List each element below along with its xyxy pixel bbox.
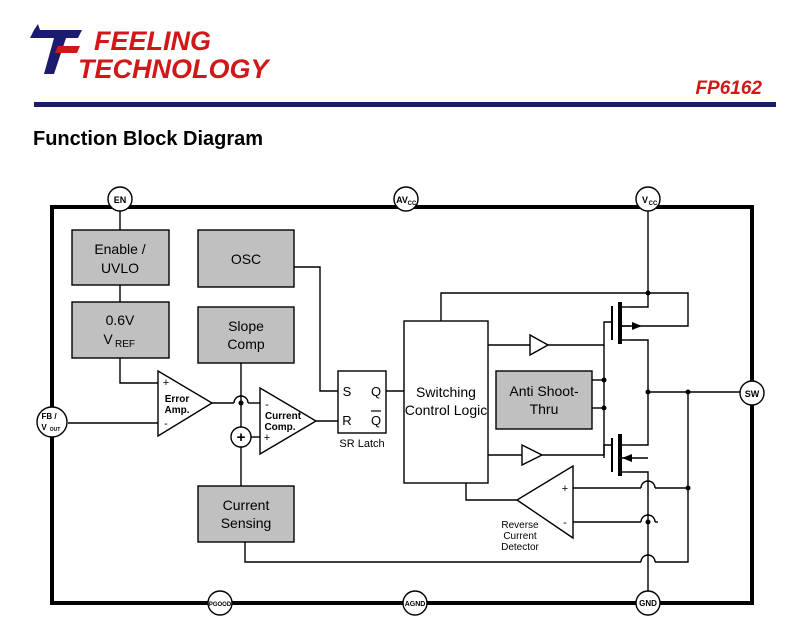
error-amp: [157, 369, 214, 438]
sr-latch-caption: SR Latch: [339, 438, 384, 450]
feeling-technology-logo: FEELING TECHNOLOGY: [20, 18, 290, 92]
slope-label-1: Slope: [228, 318, 264, 334]
current-sensing-label-1: Current: [223, 497, 270, 513]
pin-avcc: AV CC: [393, 186, 419, 212]
anti-label-2: Thru: [530, 401, 559, 417]
current-comp-label-1: Current: [265, 411, 302, 422]
latch-qbar-label: Q: [371, 413, 381, 428]
latch-q-label: Q: [371, 384, 381, 399]
current-comparator: [259, 386, 318, 456]
logo-accent: [55, 46, 80, 53]
junction-dots: [238, 290, 691, 525]
pin-en: EN: [107, 186, 133, 212]
pin-fb-label-2-sub: OUT: [50, 427, 61, 433]
pin-vcc-label-main: V: [642, 195, 648, 205]
pin-gnd-label: GND: [639, 599, 657, 608]
pin-vcc: V CC: [635, 186, 661, 212]
low-side-mosfet: [611, 434, 648, 476]
part-number: FP6162: [695, 78, 762, 99]
logo-line2: TECHNOLOGY: [78, 54, 271, 84]
vref-label-2-main: V: [103, 331, 113, 347]
current-comp-plus: +: [264, 432, 270, 444]
pin-sw: SW: [739, 380, 765, 406]
current-sensing-label-2: Sensing: [221, 515, 272, 531]
slope-label-2: Comp: [227, 336, 265, 352]
osc-block: [197, 229, 295, 288]
error-amp-plus: +: [163, 377, 169, 389]
reverse-label-1: Reverse: [501, 520, 539, 531]
pin-avcc-label-main: AV: [396, 195, 408, 205]
anti-label-1: Anti Shoot-: [509, 383, 579, 399]
summing-node-plus: +: [237, 429, 246, 446]
reverse-minus: -: [563, 517, 567, 529]
pin-fb-vout: FB / V OUT: [36, 406, 68, 438]
switching-label-1: Switching: [416, 384, 476, 400]
switching-label-2: Control Logic: [405, 402, 488, 418]
slope-comp-block: [197, 306, 295, 364]
pin-gnd: GND: [635, 590, 661, 616]
enable-uvlo-block: [71, 229, 170, 286]
pin-agnd: AGND: [402, 590, 428, 616]
pin-fb-label-2-main: V: [41, 423, 47, 432]
current-sensing-block: [197, 485, 295, 543]
enable-label-1: Enable /: [94, 241, 145, 257]
low-side-driver-buffer: [521, 443, 544, 467]
error-amp-minus: -: [164, 418, 168, 430]
header-rule: [34, 102, 776, 107]
summing-node: [230, 426, 252, 448]
reverse-plus: +: [562, 483, 568, 495]
pin-vcc-label-sub: CC: [649, 201, 658, 207]
pin-en-label: EN: [114, 195, 127, 205]
pin-pgood: PGOOD: [207, 590, 233, 616]
reverse-label-3: Detector: [501, 542, 539, 553]
vref-label-1: 0.6V: [106, 312, 135, 328]
current-comp-minus: -: [265, 399, 269, 411]
latch-r-label: R: [342, 413, 351, 428]
pin-agnd-label: AGND: [405, 601, 426, 608]
sr-latch-block: [337, 370, 387, 434]
high-side-driver-buffer: [529, 333, 550, 357]
switching-control-logic-block: [403, 320, 489, 484]
high-side-mosfet: [611, 302, 642, 344]
vref-label-2-sub: REF: [115, 339, 135, 350]
logo-line1: FEELING: [94, 26, 211, 56]
pin-fb-label-1: FB /: [41, 412, 57, 421]
section-title: Function Block Diagram: [33, 128, 264, 150]
anti-shoot-thru-block: [495, 370, 593, 430]
current-comp-label-2: Comp.: [264, 422, 295, 433]
wires: [68, 207, 750, 603]
pin-pgood-label: PGOOD: [209, 602, 232, 608]
error-amp-label-2: Amp.: [165, 405, 190, 416]
osc-label: OSC: [231, 251, 261, 267]
reverse-label-2: Current: [503, 531, 537, 542]
latch-s-label: S: [343, 384, 352, 399]
pin-sw-label: SW: [745, 389, 760, 399]
reverse-current-detector: [515, 464, 574, 540]
pin-avcc-label-sub: CC: [408, 201, 417, 207]
enable-label-2: UVLO: [101, 260, 139, 276]
error-amp-label-1: Error: [165, 394, 190, 405]
vref-block: [71, 301, 170, 359]
